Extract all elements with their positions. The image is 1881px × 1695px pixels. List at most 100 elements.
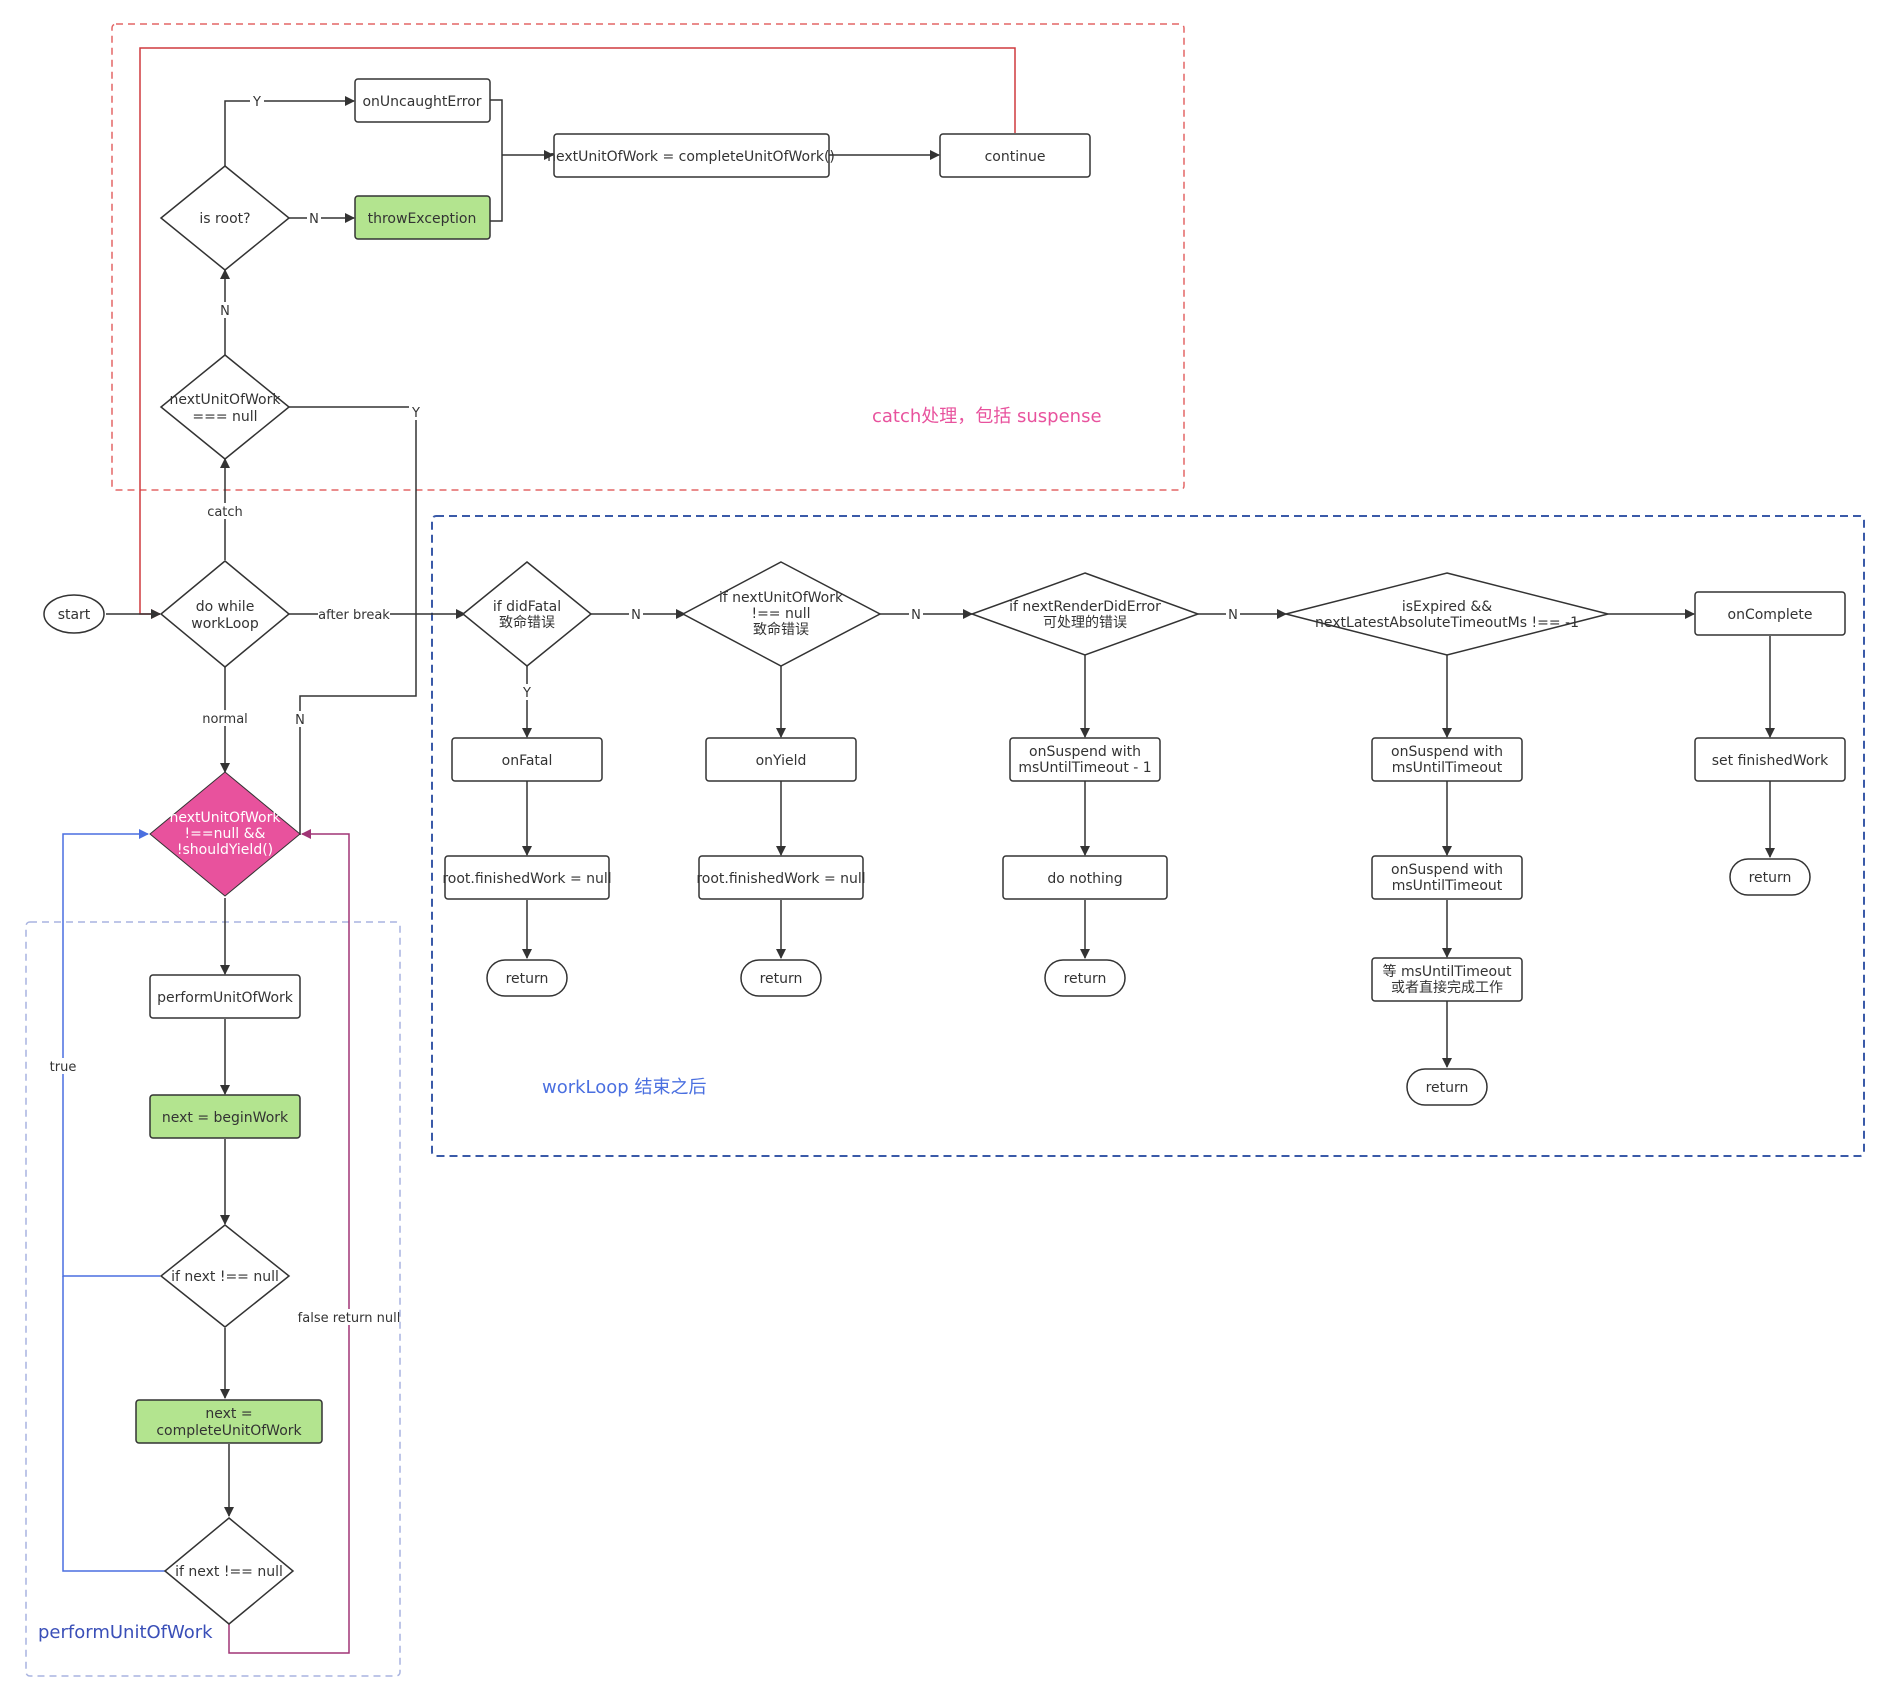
edge-label-y-fatal: Y	[522, 686, 531, 701]
label-onyield: onYield	[756, 753, 807, 769]
edge-label-n-back: N	[295, 713, 305, 728]
label-onsuspend3-2: msUntilTimeout	[1392, 878, 1503, 894]
edge-label-true: true	[50, 1060, 77, 1075]
label-return4: return	[1426, 1080, 1469, 1096]
node-throwexception	[354, 195, 491, 240]
label-oncomplete: onComplete	[1728, 607, 1813, 623]
node-dowhile	[159, 560, 291, 668]
label-ifnext1: if next !== null	[171, 1269, 279, 1285]
label-finished1: root.finishedWork = null	[442, 871, 611, 887]
node-nextnull	[159, 354, 291, 460]
label-loopcond-3: !shouldYield()	[177, 842, 273, 858]
perform-group-title: performUnitOfWork	[38, 1622, 213, 1643]
label-nextcomplete: nextUnitOfWork = completeUnitOfWork()	[547, 149, 835, 165]
label-rendererror-1: if nextRenderDidError	[1009, 599, 1161, 615]
label-start: start	[58, 607, 91, 623]
node-isexpired	[1285, 572, 1609, 656]
label-completework-2: completeUnitOfWork	[156, 1423, 302, 1439]
node-return4	[1406, 1068, 1488, 1106]
label-isexpired-2: nextLatestAbsoluteTimeoutMs !== -1	[1315, 615, 1579, 631]
catch-group-title: catch处理，包括 suspense	[872, 406, 1102, 427]
node-onsuspend3	[1371, 855, 1523, 900]
edge-label-y-right: Y	[411, 406, 420, 421]
label-return3: return	[1064, 971, 1107, 987]
node-oncomplete	[1694, 591, 1846, 636]
purple-loop	[228, 829, 350, 1654]
label-continue: continue	[985, 149, 1046, 165]
label-nextnotnull-3: 致命错误	[753, 621, 809, 638]
edge-merge-top	[490, 99, 503, 222]
node-onfatal	[451, 737, 603, 782]
label-beginwork: next = beginWork	[162, 1110, 289, 1126]
label-onsuspend1-1: onSuspend with	[1029, 744, 1141, 760]
node-didfatal	[461, 561, 593, 667]
label-onsuspend1-2: msUntilTimeout - 1	[1018, 760, 1151, 776]
label-loopcond-2: !==null &&	[185, 826, 266, 842]
after-group-title: workLoop 结束之后	[542, 1077, 706, 1098]
node-performunitofwork	[149, 974, 301, 1019]
edge-y-right	[289, 406, 417, 833]
node-ifnext1	[159, 1224, 291, 1328]
label-wait-2: 或者直接完成工作	[1391, 979, 1503, 996]
node-onsuspend2	[1371, 737, 1523, 782]
node-wait	[1371, 957, 1523, 1002]
node-donothing	[1002, 855, 1168, 900]
node-return2	[740, 959, 822, 997]
node-finished2	[698, 855, 864, 900]
node-continue	[939, 133, 1091, 178]
node-setfinished	[1694, 737, 1846, 782]
label-donothing: do nothing	[1047, 871, 1122, 887]
edge-label-catch: catch	[207, 505, 243, 520]
red-loop-line	[139, 47, 1016, 619]
edge-label-normal: normal	[202, 712, 248, 727]
node-return5	[1729, 858, 1811, 896]
label-dowhile-1: do while	[196, 599, 255, 615]
label-onfatal: onFatal	[502, 753, 553, 769]
label-performunitofwork: performUnitOfWork	[157, 990, 294, 1006]
label-throwexception: throwException	[368, 211, 477, 227]
label-nextnull-2: === null	[192, 409, 257, 425]
edge-label-n-throw: N	[309, 212, 319, 227]
blue-loop-if1	[62, 829, 160, 1277]
label-onsuspend2-2: msUntilTimeout	[1392, 760, 1503, 776]
node-start	[43, 594, 105, 634]
edge-label-n1: N	[631, 608, 641, 623]
node-return3	[1044, 959, 1126, 997]
node-nextcomplete	[553, 133, 830, 178]
label-onsuspend2-1: onSuspend with	[1391, 744, 1503, 760]
label-wait-1: 等 msUntilTimeout	[1383, 963, 1512, 980]
node-loopcond	[149, 771, 301, 897]
node-rendererror	[969, 572, 1201, 656]
label-nextnotnull-1: if nextUnitOfWork	[719, 590, 844, 606]
label-return1: return	[506, 971, 549, 987]
label-onsuspend3-1: onSuspend with	[1391, 862, 1503, 878]
node-finished1	[444, 855, 610, 900]
label-onuncaughterror: onUncaughtError	[362, 94, 481, 110]
label-isexpired-1: isExpired &&	[1402, 599, 1492, 615]
label-setfinished: set finishedWork	[1712, 753, 1829, 769]
label-nextnotnull-2: !== null	[751, 606, 810, 622]
node-onuncaughterror	[354, 78, 491, 123]
label-completework-1: next =	[205, 1406, 252, 1422]
perform-group	[25, 921, 401, 1677]
edge-label-y-top: Y	[252, 95, 261, 110]
node-ifnext2	[163, 1517, 295, 1625]
node-completeunitofwork	[135, 1399, 323, 1444]
edge-y-top	[224, 96, 355, 166]
edge-label-n3: N	[1228, 608, 1238, 623]
label-loopcond-1: nextUnitOfWork	[170, 810, 282, 826]
label-ifnext2: if next !== null	[175, 1564, 283, 1580]
label-return2: return	[760, 971, 803, 987]
label-nextnull-1: nextUnitOfWork	[170, 392, 282, 408]
label-rendererror-2: 可处理的错误	[1043, 615, 1127, 631]
edge-label-after-break: after break	[318, 608, 390, 623]
edge-label-n-up: N	[220, 304, 230, 319]
node-return1	[486, 959, 568, 997]
node-beginwork	[149, 1094, 301, 1139]
blue-loop-if2	[62, 1276, 166, 1572]
node-onsuspend1	[1009, 737, 1161, 782]
node-nextnotnull	[681, 561, 882, 667]
catch-group	[111, 23, 1185, 491]
edge-label-false-return: false return null	[298, 1311, 401, 1326]
